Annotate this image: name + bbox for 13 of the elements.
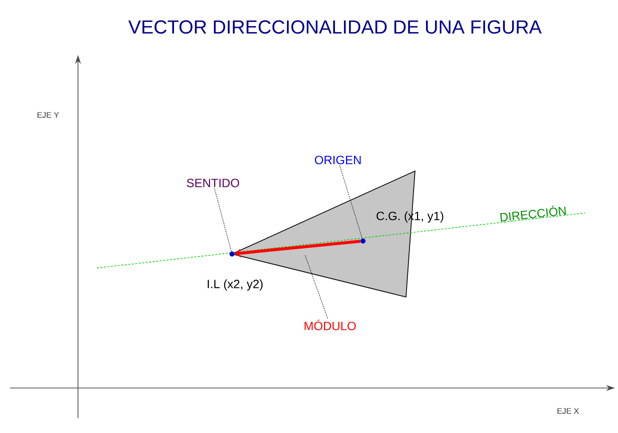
callout-label: SENTIDO	[186, 178, 240, 188]
leader-line	[304, 254, 328, 319]
leader-line	[214, 188, 232, 252]
axis-label: DIRECCIÓN	[500, 206, 566, 222]
callout-label: ORIGEN	[314, 156, 361, 164]
callout-label: MÓDULO	[304, 320, 356, 330]
point	[360, 238, 366, 244]
axis-label: EJE X	[558, 408, 579, 414]
point	[230, 251, 234, 256]
title: VECTOR DIRECCIONALIDAD DE UNA FIGURA	[128, 20, 542, 34]
leader-line	[339, 165, 362, 239]
point-label: I.L (x2, y2)	[208, 279, 263, 291]
axis-label: EJE Y	[38, 112, 59, 118]
